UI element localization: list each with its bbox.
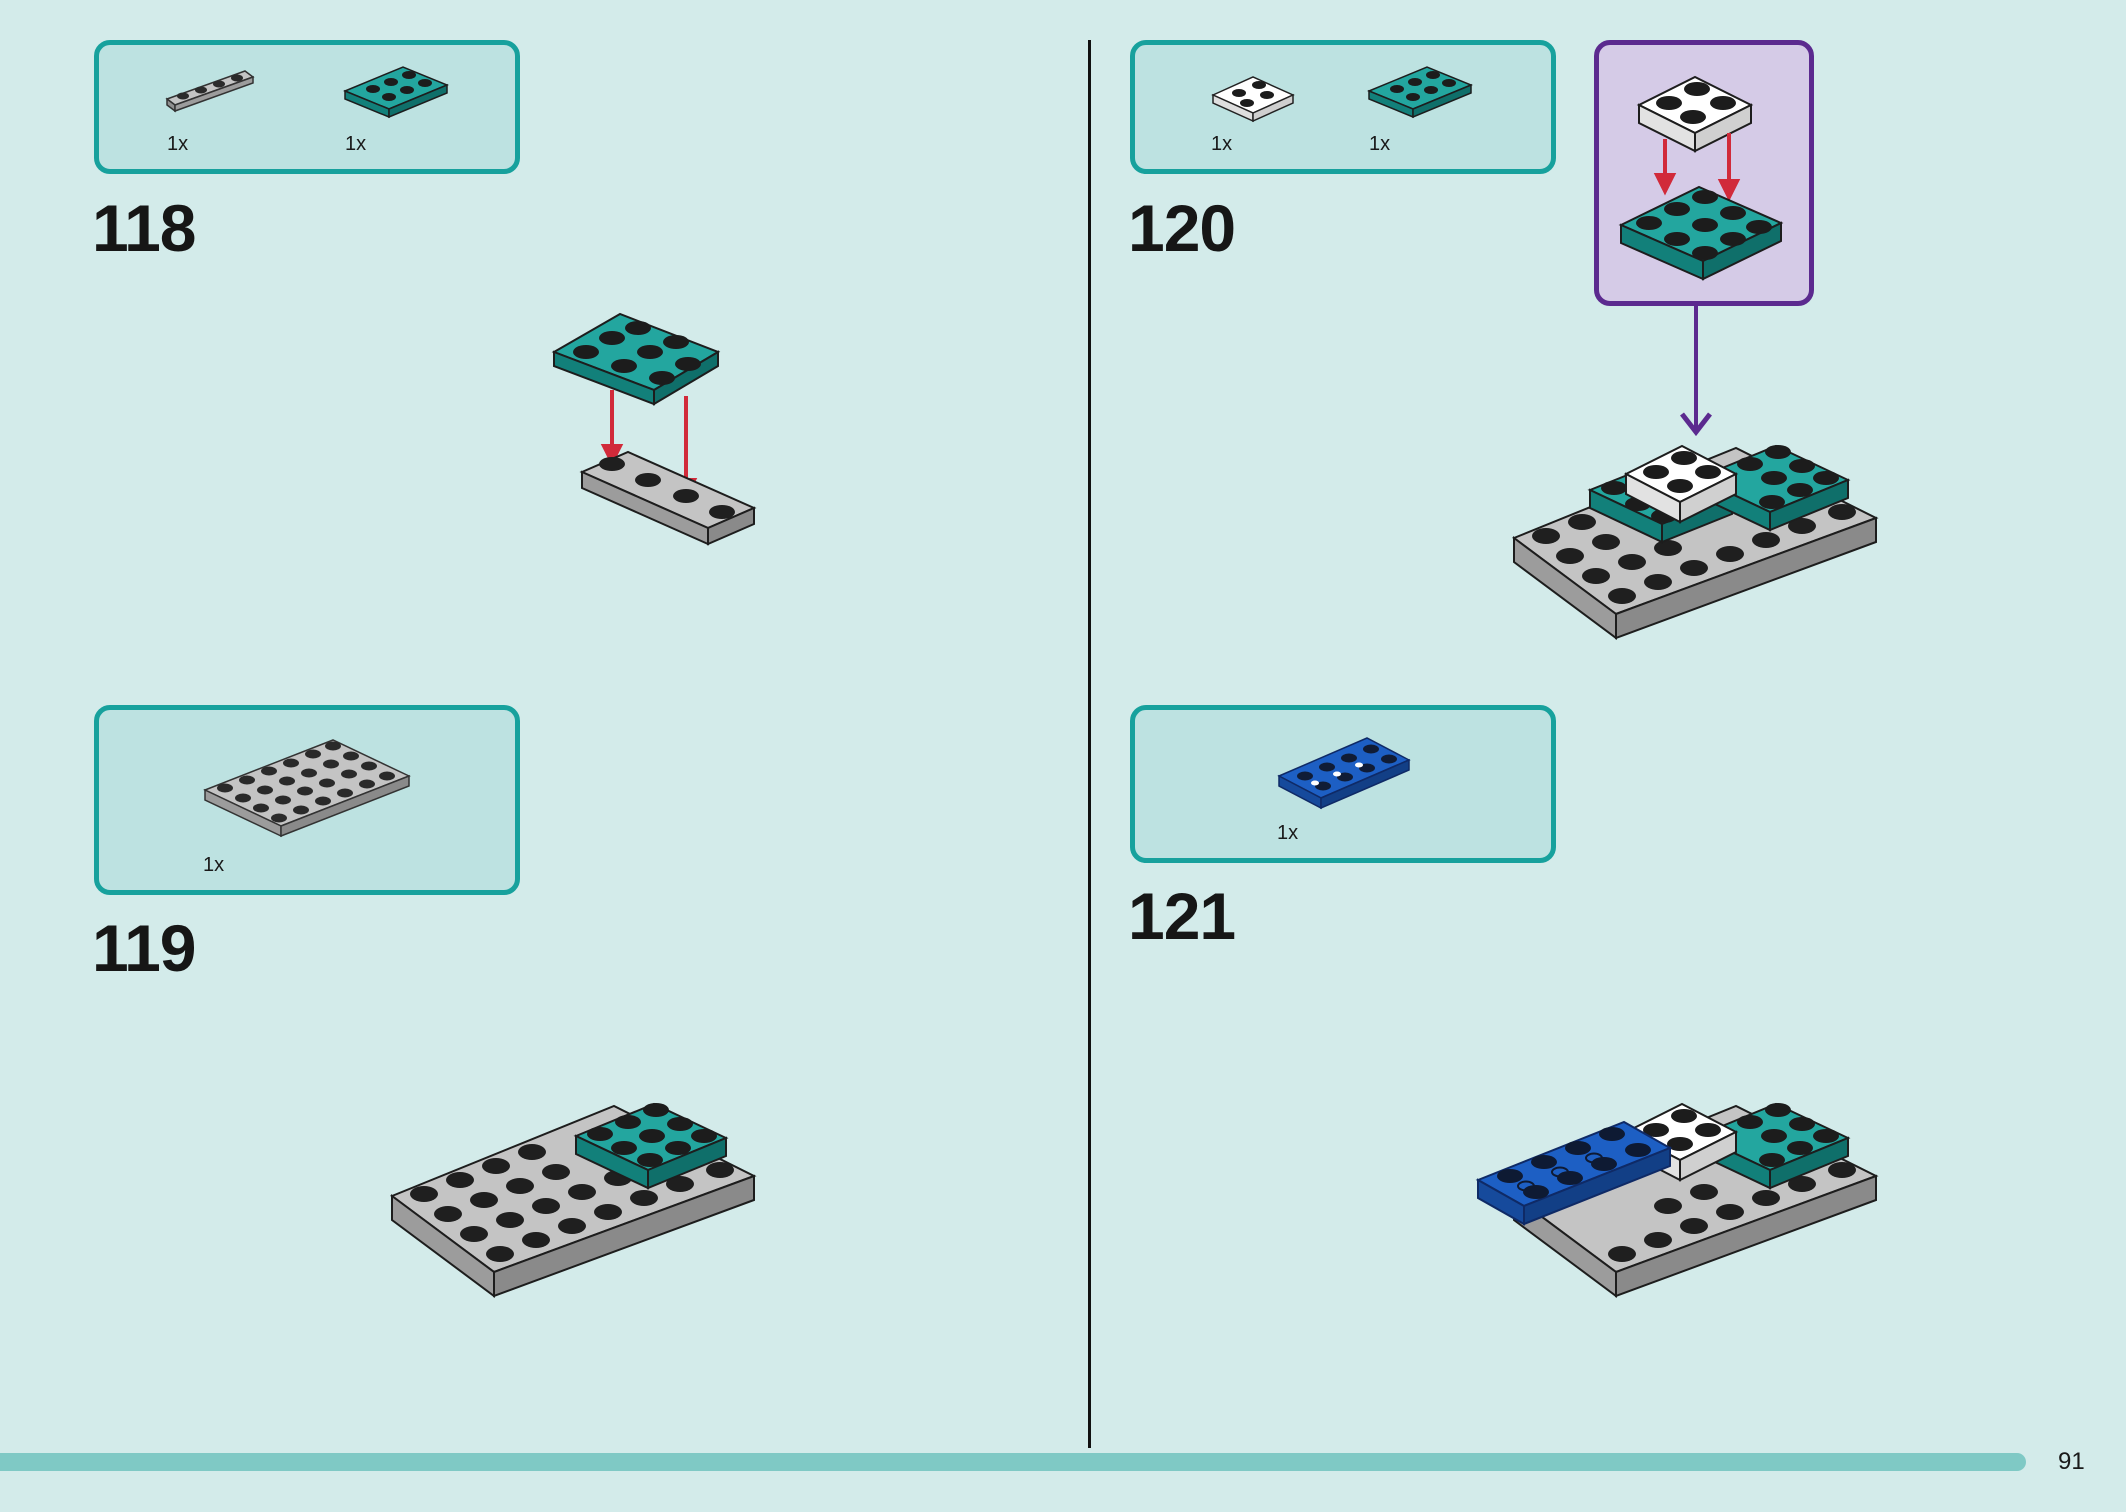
step-number: 120 (1128, 191, 1236, 265)
subassembly-arrow (1680, 304, 1712, 437)
part-quantity: 1x (167, 133, 189, 155)
blue-2x4-plate-with-holes-icon (1277, 737, 1411, 810)
parts-box-step-120: 1x 1x (1130, 40, 1556, 174)
gray-1x4-plate-icon (165, 70, 255, 113)
parts-box-step-121: 1x (1130, 705, 1556, 863)
page-number: 91 (2058, 1448, 2085, 1475)
gray-4x6-plate-icon (203, 739, 411, 838)
teal-2x3-plate-icon (1367, 66, 1473, 119)
part-quantity: 1x (345, 133, 367, 155)
parts-box-step-119: 1x (94, 705, 520, 895)
subassembly-callout (1594, 40, 1814, 306)
step-119-assembly (389, 1102, 757, 1298)
step-number: 118 (92, 191, 196, 265)
part-quantity: 1x (203, 854, 225, 876)
teal-2x3-plate-icon (343, 66, 449, 119)
step-number: 119 (92, 911, 196, 985)
step-121-assembly (1475, 1102, 1879, 1298)
parts-box-step-118: 1x 1x (94, 40, 520, 174)
step-120-assembly (1511, 444, 1879, 640)
part-quantity: 1x (1369, 133, 1391, 155)
white-2x2-plate-icon (1211, 76, 1295, 123)
part-quantity: 1x (1211, 133, 1233, 155)
subassembly-art (1618, 75, 1784, 281)
part-quantity: 1x (1277, 822, 1299, 844)
step-number: 121 (1128, 879, 1236, 953)
footer-bar (0, 1453, 2026, 1471)
page-divider (1088, 40, 1091, 1448)
step-118-assembly (551, 312, 757, 546)
